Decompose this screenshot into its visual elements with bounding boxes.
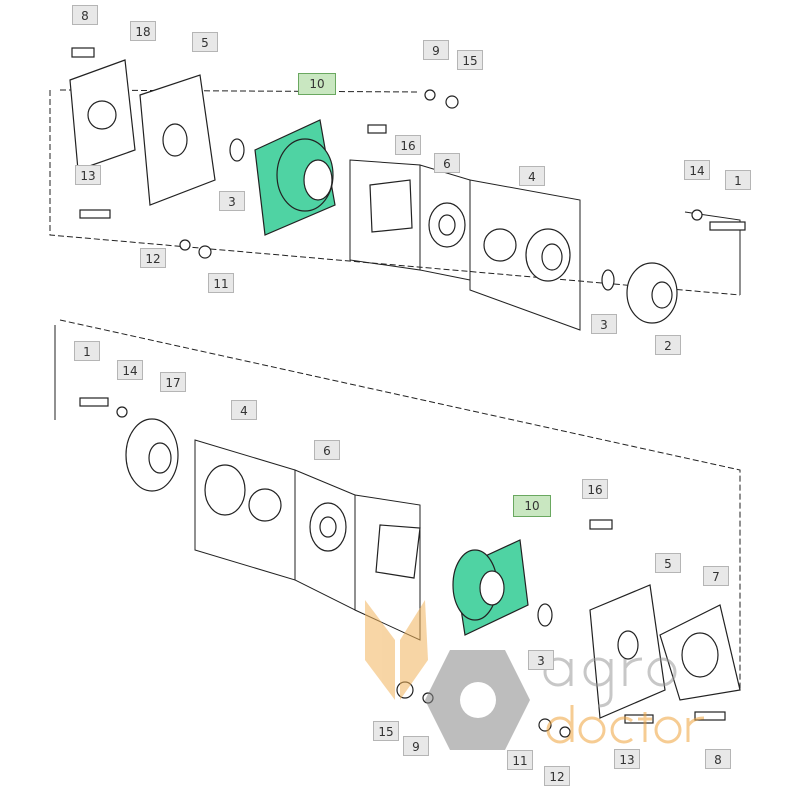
- callout-label[interactable]: 13: [75, 165, 101, 185]
- assembly-outline-bottom: [59, 319, 741, 690]
- callout-label[interactable]: 14: [684, 160, 710, 180]
- callout-label[interactable]: 15: [373, 721, 399, 741]
- callout-label-highlighted[interactable]: 10: [513, 495, 551, 517]
- callout-label[interactable]: 3: [528, 650, 554, 670]
- callout-label[interactable]: 6: [434, 153, 460, 173]
- callout-label[interactable]: 1: [725, 170, 751, 190]
- logo-lettering-doctor: [546, 705, 705, 744]
- callout-label-highlighted[interactable]: 10: [298, 73, 336, 95]
- callout-label[interactable]: 17: [160, 372, 186, 392]
- assembly-outline: [49, 90, 741, 296]
- callout-label[interactable]: 4: [231, 400, 257, 420]
- callout-label[interactable]: 15: [457, 50, 483, 70]
- agrodoctor-logo: [365, 600, 705, 750]
- callout-label[interactable]: 6: [314, 440, 340, 460]
- callout-label[interactable]: 13: [614, 749, 640, 769]
- callout-label[interactable]: 7: [703, 566, 729, 586]
- callout-label[interactable]: 1: [74, 341, 100, 361]
- callout-label[interactable]: 3: [219, 191, 245, 211]
- callout-label[interactable]: 5: [192, 32, 218, 52]
- callout-label[interactable]: 12: [140, 248, 166, 268]
- callout-label[interactable]: 18: [130, 21, 156, 41]
- callout-label[interactable]: 9: [423, 40, 449, 60]
- callout-label[interactable]: 8: [72, 5, 98, 25]
- part-4-nut: [204, 464, 246, 516]
- part-lockwasher: [483, 228, 517, 262]
- callout-label[interactable]: 12: [544, 766, 570, 786]
- callout-label[interactable]: 16: [395, 135, 421, 155]
- callout-label[interactable]: 14: [117, 360, 143, 380]
- callout-label[interactable]: 9: [403, 736, 429, 756]
- callout-label[interactable]: 11: [507, 750, 533, 770]
- callout-label[interactable]: 5: [655, 553, 681, 573]
- callout-label[interactable]: 3: [591, 314, 617, 334]
- callout-label[interactable]: 16: [582, 479, 608, 499]
- logo-lettering-agro: [543, 657, 677, 708]
- part-sleeve: [369, 179, 413, 233]
- callout-label[interactable]: 2: [655, 335, 681, 355]
- callout-label[interactable]: 8: [705, 749, 731, 769]
- callout-label[interactable]: 11: [208, 273, 234, 293]
- callout-label[interactable]: 4: [519, 166, 545, 186]
